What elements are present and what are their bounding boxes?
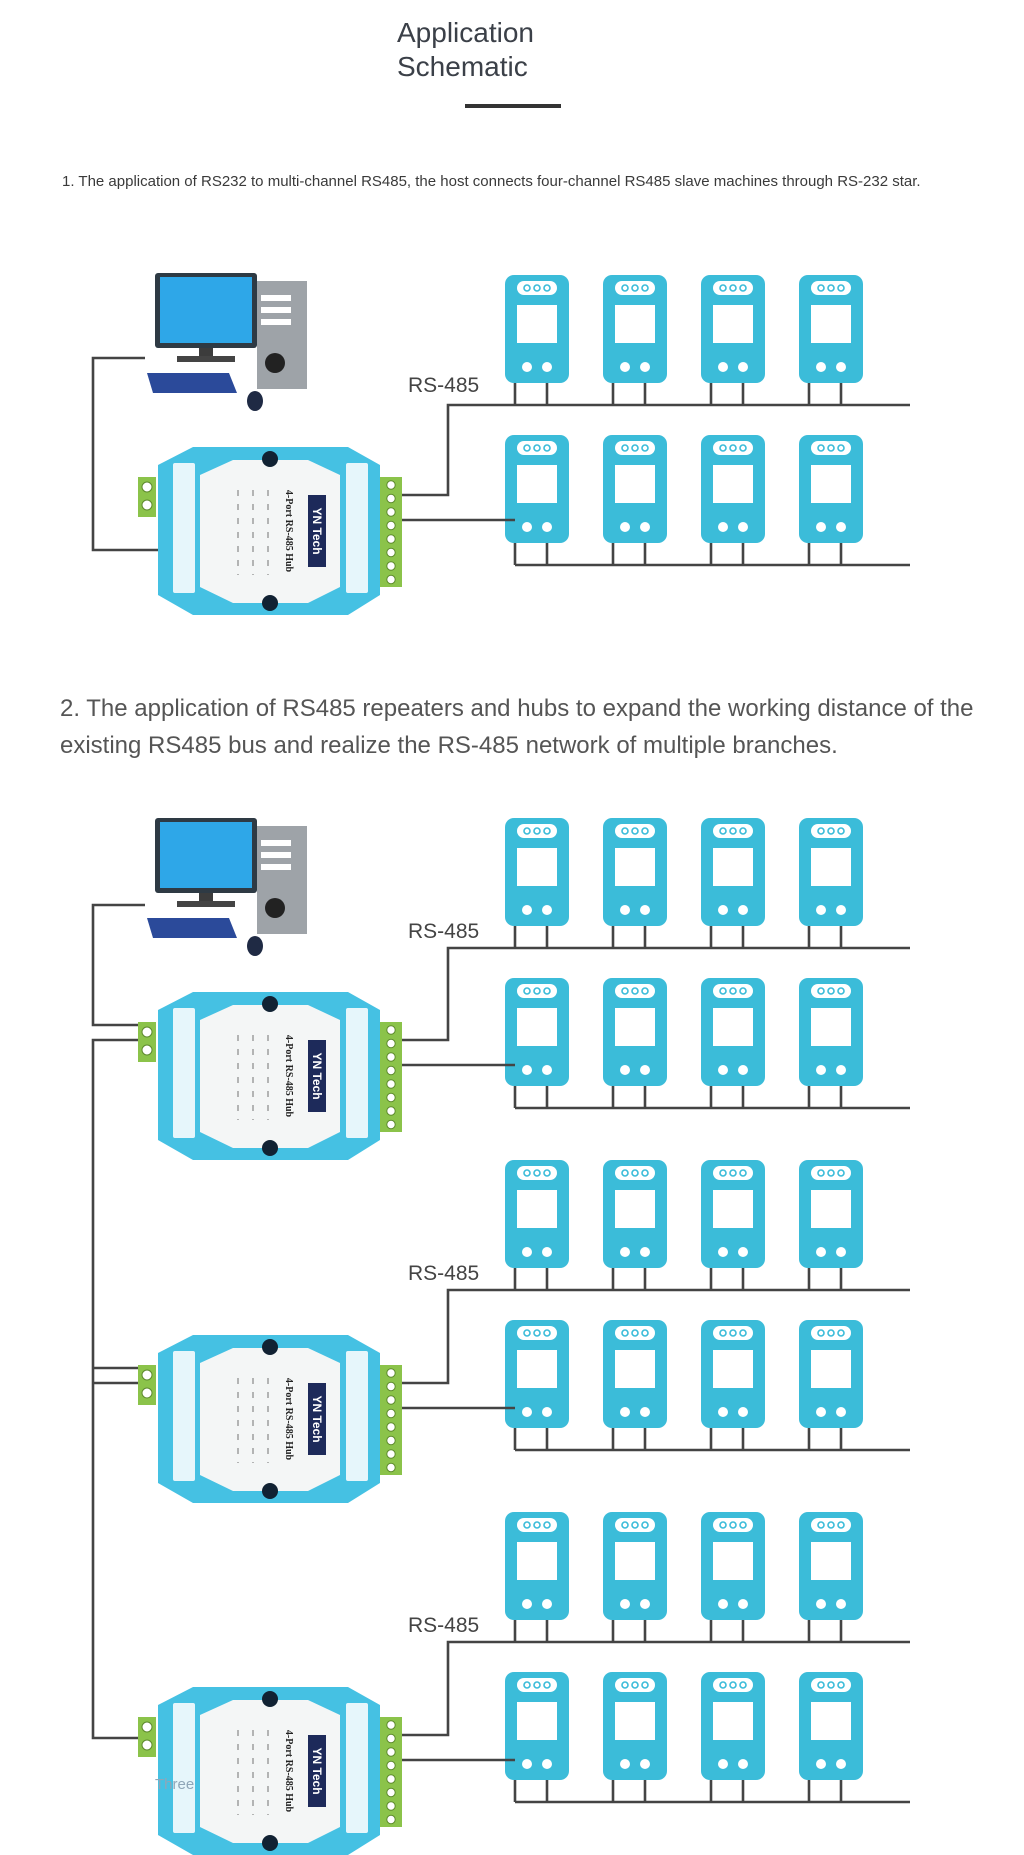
mount-hole [262,1483,278,1499]
rs485-slave-device [799,978,863,1086]
rs485-hub-device: YN Tech 4-Port RS-485 Hub [138,992,402,1160]
rs485-slave-device [799,1672,863,1780]
rs485-bus-label: RS-485 [408,920,479,943]
rs485-slave-device [799,1320,863,1428]
bus-wire [402,946,515,1042]
rs485-bus-label: RS-485 [408,374,479,397]
host-computer-icon [147,818,307,956]
rs485-bus-label: RS-485 [408,1614,479,1637]
keyboard [147,918,237,938]
rs485-slave-device [505,978,569,1086]
bus-wire [91,1038,138,1740]
mount-hole [262,1339,278,1355]
rs485-slave-device [701,275,765,383]
rs485-slave-device [701,978,765,1086]
rs485-slave-device [701,1320,765,1428]
terminal-block [380,1022,402,1132]
hub-label-panel [200,1700,340,1843]
rs485-slave-device [701,1672,765,1780]
mount-hole [262,1140,278,1156]
rs485-slave-device [799,1160,863,1268]
rs485-slave-device [603,1512,667,1620]
title-divider [465,104,561,108]
rs485-slave-device [799,275,863,383]
hub-brand-text: YN Tech [310,507,324,554]
rs485-slave-device [603,275,667,383]
rs485-slave-device [603,818,667,926]
bus-wire [91,903,145,1027]
rs485-slave-device [603,978,667,1086]
rs485-slave-device [799,1512,863,1620]
monitor-screen [160,822,252,888]
terminal-block [380,1365,402,1475]
mount-hole [262,451,278,467]
rs485-hub-device: YN Tech 4-Port RS-485 Hub [138,447,402,615]
bus-wire [402,1288,515,1385]
rs485-slave-device [505,1512,569,1620]
hub-label-panel [200,1005,340,1148]
rs485-slave-device [603,435,667,543]
monitor-screen [160,277,252,343]
rs485-slave-device [701,1160,765,1268]
watermark-text: Three [155,1776,195,1793]
hub-model-text: 4-Port RS-485 Hub [283,1730,294,1813]
mouse [247,391,263,411]
rs485-slave-device [701,435,765,543]
keyboard [147,373,237,393]
hub-brand-text: YN Tech [310,1747,324,1794]
host-computer-icon [147,273,307,411]
rs485-slave-device [505,818,569,926]
hub-model-text: 4-Port RS-485 Hub [283,1378,294,1461]
rs485-slave-device [603,1320,667,1428]
brand-plate [308,495,326,567]
terminal-block [380,1717,402,1827]
rs485-hub-device: YN Tech 4-Port RS-485 Hub [138,1335,402,1503]
rs485-hub-device: YN Tech 4-Port RS-485 Hub [138,1687,402,1855]
brand-plate [308,1735,326,1807]
section-2-caption: 2. The application of RS485 repeaters an… [60,695,974,759]
rs485-slave-device [603,1160,667,1268]
bus-wire [91,356,158,552]
rs485-slave-device [701,1512,765,1620]
rs485-slave-device [799,435,863,543]
brand-plate [308,1040,326,1112]
rs485-slave-device [701,818,765,926]
section-1-diagram: YN Tech 4-Port RS-485 Hub RS-485 [91,273,910,615]
hub-brand-text: YN Tech [310,1052,324,1099]
mount-hole [262,1835,278,1851]
mount-hole [262,996,278,1012]
rs485-slave-device [505,435,569,543]
hub-label-panel [200,1348,340,1491]
mount-hole [262,595,278,611]
section-1-caption: 1. The application of RS232 to multi-cha… [62,173,921,190]
rs485-slave-device [505,1320,569,1428]
hub-label-panel [200,460,340,603]
rs485-slave-device [505,275,569,383]
rs485-bus-label: RS-485 [408,1262,479,1285]
bus-wire [402,403,515,497]
brand-plate [308,1383,326,1455]
rs485-slave-device [799,818,863,926]
rs485-slave-device [505,1672,569,1780]
rs485-slave-device [603,1672,667,1780]
hub-model-text: 4-Port RS-485 Hub [283,1035,294,1118]
terminal-block [380,477,402,587]
hub-model-text: 4-Port RS-485 Hub [283,490,294,573]
rs485-slave-device [505,1160,569,1268]
hub-brand-text: YN Tech [310,1395,324,1442]
mount-hole [262,1691,278,1707]
page-title: Application Schematic [397,17,534,82]
mouse [247,936,263,956]
bus-wire [402,1640,515,1737]
